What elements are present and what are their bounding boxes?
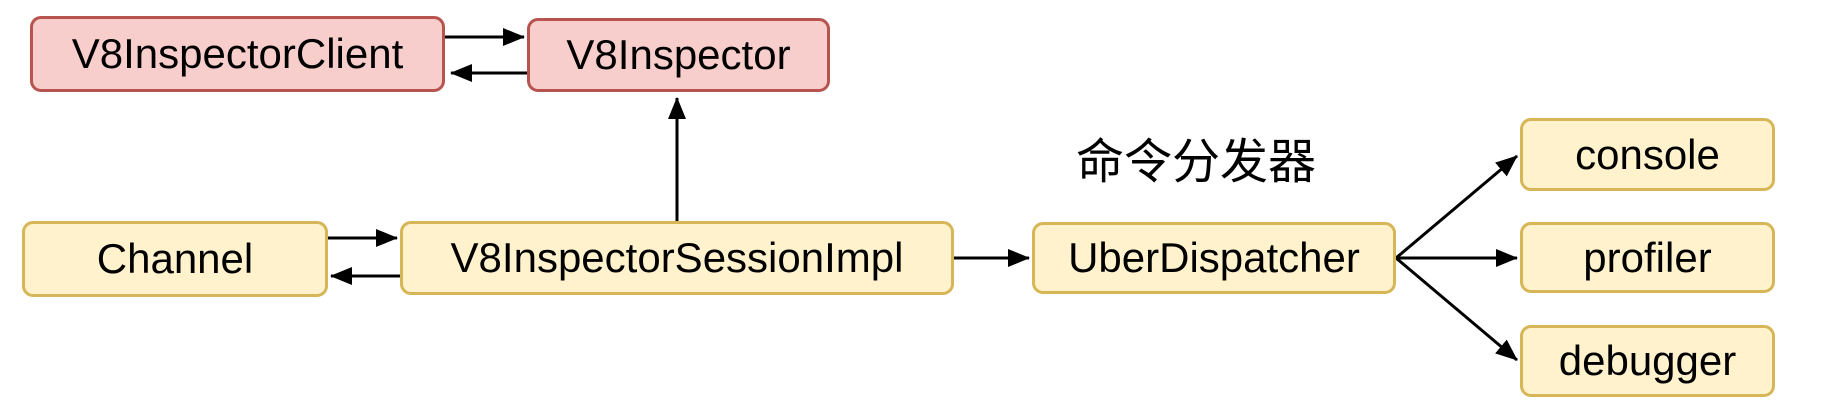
node-profiler: profiler bbox=[1520, 222, 1775, 293]
node-v8-inspector-session-impl: V8InspectorSessionImpl bbox=[400, 221, 954, 295]
node-v8-inspector-client: V8InspectorClient bbox=[30, 16, 445, 92]
node-profiler-label: profiler bbox=[1583, 233, 1712, 281]
node-v8-inspector-client-label: V8InspectorClient bbox=[71, 30, 404, 77]
node-channel-label: Channel bbox=[96, 235, 254, 282]
node-v8-inspector-session-impl-label: V8InspectorSessionImpl bbox=[450, 234, 904, 281]
node-v8-inspector: V8Inspector bbox=[527, 18, 830, 92]
node-console-label: console bbox=[1575, 130, 1720, 178]
node-channel: Channel bbox=[22, 221, 328, 297]
edge-dispatcher-to-debugger-arrow bbox=[1395, 256, 1518, 362]
node-debugger-label: debugger bbox=[1558, 337, 1737, 384]
edge-dispatcher-to-console-arrow bbox=[1395, 154, 1518, 260]
node-uber-dispatcher: UberDispatcher bbox=[1032, 222, 1396, 294]
node-debugger: debugger bbox=[1520, 325, 1775, 397]
node-console: console bbox=[1520, 118, 1775, 191]
dispatcher-annotation-label: 命令分发器 bbox=[1075, 136, 1316, 189]
node-v8-inspector-label: V8Inspector bbox=[566, 31, 791, 78]
node-uber-dispatcher-label: UberDispatcher bbox=[1068, 234, 1360, 281]
